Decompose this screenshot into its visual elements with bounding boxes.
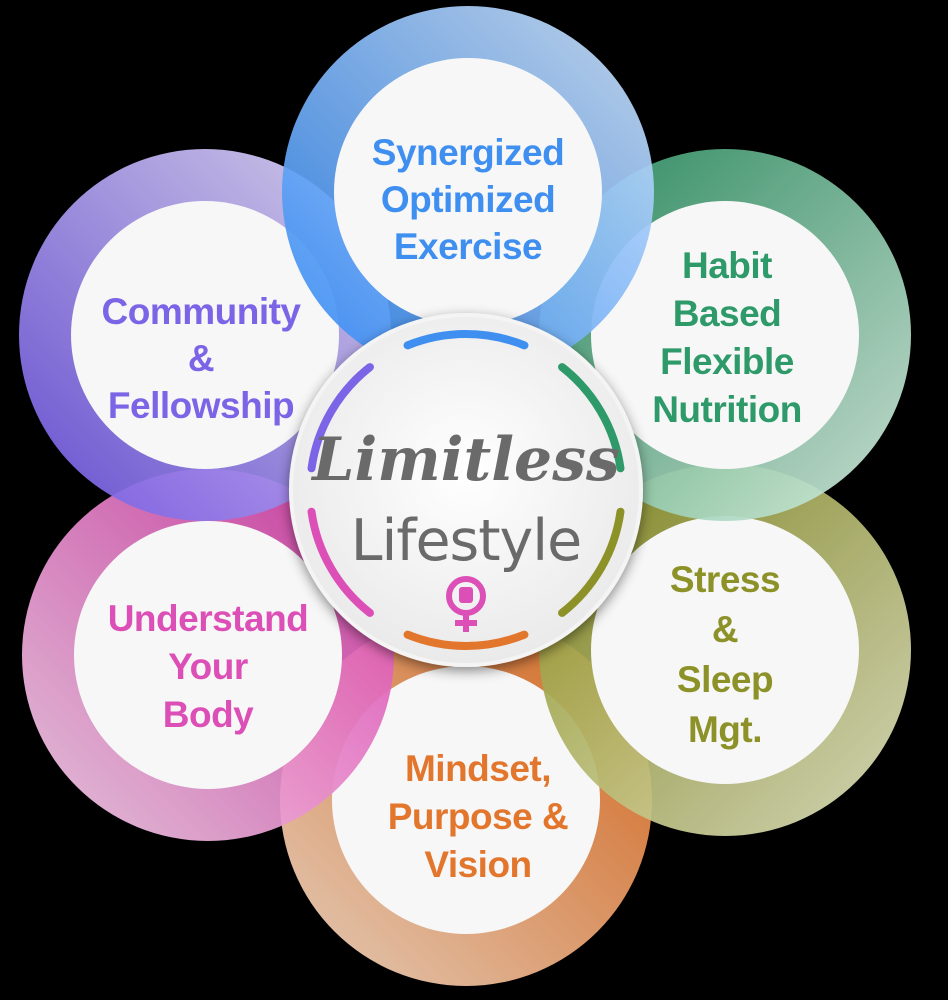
petal-label-community-line-2: Fellowship: [108, 385, 294, 426]
center-arc-orange: [403, 630, 529, 650]
center-badge: [289, 313, 643, 667]
center-arc-pink: [307, 507, 374, 617]
petal-label-mindset-line-0: Mindset,: [405, 748, 551, 789]
petal-inner-community: [71, 201, 339, 469]
petal-inner-body: [74, 521, 342, 789]
center-subtitle: Lifestyle: [351, 508, 581, 574]
petal-label-stress-line-2: Sleep: [677, 659, 773, 700]
petal-label-community-line-1: &: [188, 338, 214, 379]
petal-inner-exercise: [334, 58, 602, 326]
petal-label-exercise-line-2: Exercise: [394, 226, 542, 267]
center-arc-olive: [558, 507, 625, 617]
center-circle: [289, 313, 643, 667]
petal-label-body-line-1: Your: [168, 646, 248, 687]
petal-label-exercise-line-0: Synergized: [372, 132, 564, 173]
center-ring-arcs: [307, 330, 625, 650]
petal-label-body-line-0: Understand: [108, 598, 309, 639]
petal-stress: [539, 464, 911, 836]
petal-exercise: [282, 6, 654, 378]
petal-label-exercise-line-1: Optimized: [381, 179, 555, 220]
petal-label-nutrition-line-3: Nutrition: [652, 389, 802, 430]
petal-label-nutrition-line-2: Flexible: [660, 341, 794, 382]
center-title: Limitless: [310, 425, 620, 495]
center-arc-green: [558, 363, 625, 473]
petal-label-nutrition-line-1: Based: [673, 293, 782, 334]
petal-label-body-line-2: Body: [163, 694, 254, 735]
petal-body: [22, 469, 394, 841]
female-fist-icon: [446, 576, 486, 632]
petal-label-stress-line-1: &: [712, 609, 738, 650]
petal-inner-stress: [591, 516, 859, 784]
petal-inner-nutrition: [591, 201, 859, 469]
petal-inner-mindset: [332, 666, 600, 934]
petal-label-community-line-0: Community: [102, 291, 302, 332]
petal-label-mindset-line-1: Purpose &: [388, 796, 569, 837]
petal-label-stress-line-3: Mgt.: [688, 709, 762, 750]
petal-label-mindset-line-2: Vision: [424, 844, 531, 885]
center-arc-blue: [403, 330, 529, 350]
petal-label-stress-line-0: Stress: [670, 559, 780, 600]
petal-label-nutrition-line-0: Habit: [682, 245, 772, 286]
center-arc-purple: [307, 363, 374, 473]
